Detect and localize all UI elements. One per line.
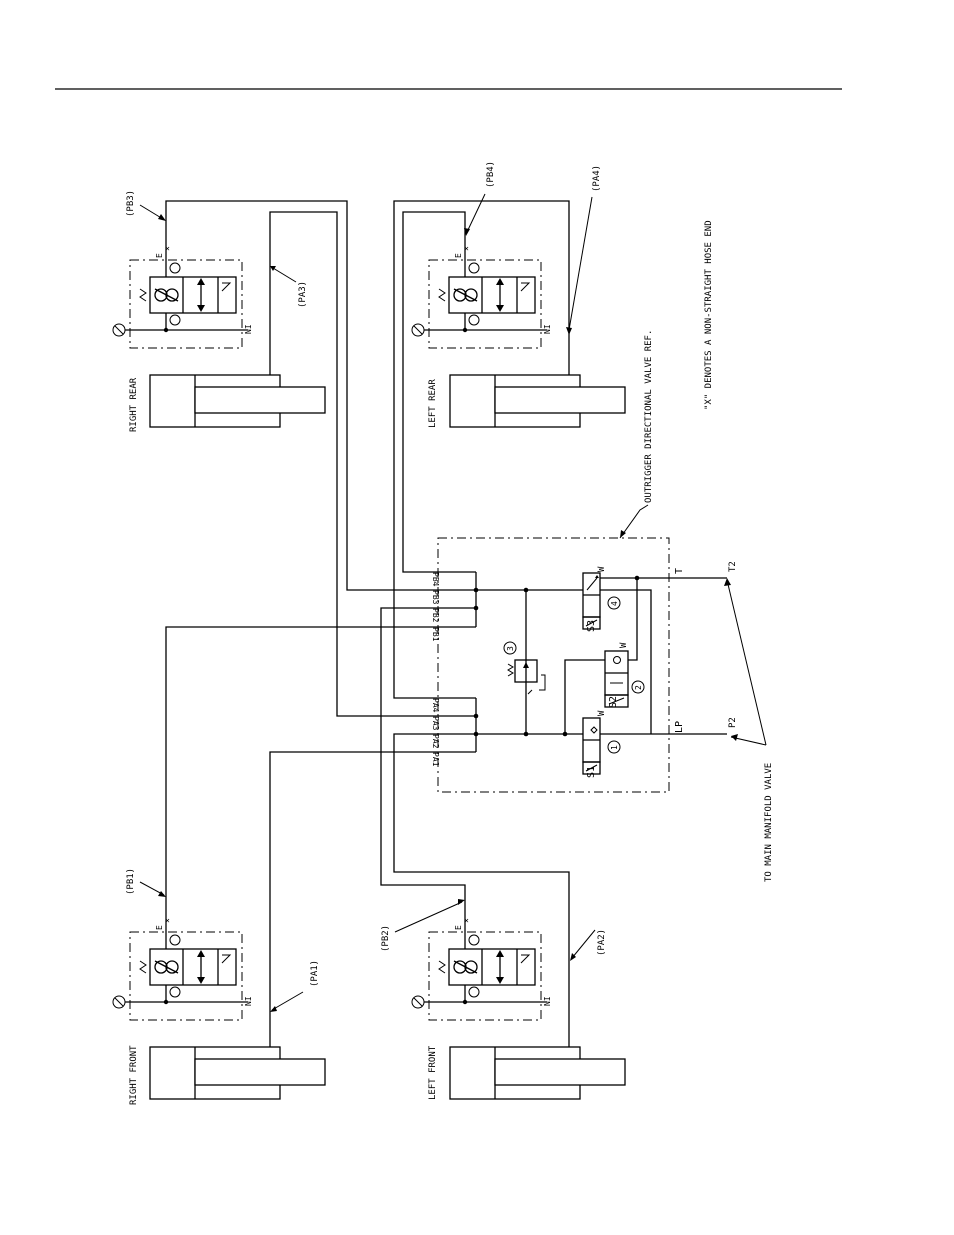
label-right-front: RIGHT FRONT [129, 1045, 139, 1105]
hose-pb1: (PB1) [126, 868, 136, 895]
cylinder-right-rear [150, 375, 325, 427]
hose-pb4: (PB4) [486, 161, 496, 188]
hose-pa2: (PA2) [597, 929, 607, 956]
note-hose-end: "X" DENOTES A NON-STRAIGHT HOSE END [704, 220, 714, 410]
holding-valve-left-front [412, 916, 547, 1020]
port-pa4: PA4 [431, 698, 440, 713]
mark-x: × [462, 918, 471, 923]
hose-pb2: (PB2) [381, 925, 391, 952]
directional-valve-outline [438, 538, 669, 792]
mark-e: E [454, 253, 463, 258]
callout-1: 1 [610, 745, 619, 750]
port-t2: T2 [728, 561, 738, 572]
mark-x: × [163, 246, 172, 251]
mark-x: × [163, 918, 172, 923]
mark-w: W [597, 566, 607, 572]
holding-valve-left-rear [412, 244, 547, 348]
mark-e: E [454, 925, 463, 930]
mark-ni: NI [244, 996, 253, 1006]
solenoid-s2: S2 [608, 696, 619, 708]
port-pb3: PB3 [431, 590, 440, 605]
holding-valve-right-front [113, 916, 248, 1020]
cylinder-right-front [150, 1047, 325, 1099]
mark-e: E [155, 925, 164, 930]
port-pb4: PB4 [431, 572, 440, 587]
note-directional-valve: OUTRIGGER DIRECTIONAL VALVE REF. [644, 330, 654, 503]
mark-w: W [619, 642, 629, 648]
port-pa2: PA2 [431, 734, 440, 749]
port-lp: LP [674, 721, 685, 733]
port-t: T [674, 568, 685, 574]
solenoid-s1: S1 [586, 766, 597, 778]
hose-lines [166, 201, 569, 1047]
labels: RIGHT REAR LEFT REAR RIGHT FRONT LEFT FR… [126, 161, 774, 1105]
hose-pb3: (PB3) [126, 190, 136, 217]
port-pb2: PB2 [431, 608, 440, 623]
cylinder-left-front [450, 1047, 625, 1099]
mark-ni: NI [543, 324, 552, 334]
hose-pa4: (PA4) [592, 165, 602, 192]
mark-x: × [462, 246, 471, 251]
hose-pa1: (PA1) [310, 960, 320, 987]
mark-e: E [155, 253, 164, 258]
mark-ni: NI [543, 996, 552, 1006]
label-left-front: LEFT FRONT [428, 1045, 438, 1100]
port-pa1: PA1 [431, 752, 440, 767]
callout-2: 2 [634, 685, 643, 690]
mark-ni: NI [244, 324, 253, 334]
valve-internals [438, 572, 727, 774]
port-pb1: PB1 [431, 627, 440, 642]
solenoid-s3: S3 [586, 620, 597, 632]
callout-4: 4 [610, 601, 619, 606]
port-pa3: PA3 [431, 716, 440, 731]
note-main-manifold: TO MAIN MANIFOLD VALVE [764, 763, 774, 882]
label-right-rear: RIGHT REAR [129, 377, 139, 432]
label-left-rear: LEFT REAR [428, 379, 438, 428]
mark-w: W [597, 710, 607, 716]
port-p2: P2 [728, 717, 738, 728]
holding-valve-right-rear [113, 244, 248, 348]
callout-3: 3 [506, 646, 515, 651]
cylinder-left-rear [450, 375, 625, 427]
hose-pa3: (PA3) [298, 281, 308, 308]
